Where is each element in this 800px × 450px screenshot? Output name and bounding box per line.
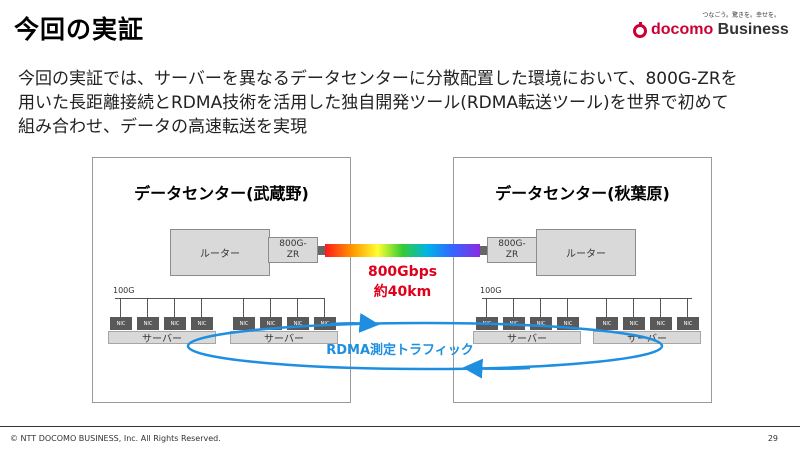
nic-card: NIC xyxy=(260,317,282,330)
bus-drop xyxy=(243,298,244,317)
nic-card: NIC xyxy=(287,317,309,330)
nic-label: NIC xyxy=(239,320,249,327)
router-left: ルーター xyxy=(170,229,270,276)
800g-zr-optical-link xyxy=(325,244,480,257)
nic-label: NIC xyxy=(629,320,639,327)
nic-card: NIC xyxy=(650,317,672,330)
nic-label: NIC xyxy=(116,320,126,327)
nic-label: NIC xyxy=(197,320,207,327)
zr-module-left-line2: ZR xyxy=(286,250,300,260)
router-right-label: ルーター xyxy=(566,249,606,260)
nic-label: NIC xyxy=(563,320,573,327)
nic-card: NIC xyxy=(476,317,498,330)
nic-card: NIC xyxy=(191,317,213,330)
bus-drop xyxy=(201,298,202,317)
datacenter-musashino-title: データセンター(武蔵野) xyxy=(134,184,309,203)
nic-label: NIC xyxy=(266,320,276,327)
nic-label: NIC xyxy=(482,320,492,327)
datacenter-akihabara-title: データセンター(秋葉原) xyxy=(495,184,670,203)
bus-drop xyxy=(324,298,325,317)
link-distance-label: 約40km xyxy=(373,284,432,300)
server-right-2: サーバー xyxy=(593,331,701,345)
nic-label: NIC xyxy=(536,320,546,327)
nic-card: NIC xyxy=(503,317,525,330)
nic-card: NIC xyxy=(137,317,159,330)
docomo-logo-icon xyxy=(633,22,647,38)
logo-business-text: Business xyxy=(713,21,789,38)
rdma-traffic-label: RDMA測定トラフィック xyxy=(326,343,474,358)
zr-module-left-line1: 800G- xyxy=(279,239,307,249)
server-left-1: サーバー xyxy=(108,331,216,345)
bus-drop xyxy=(606,298,607,317)
bus-drop xyxy=(270,298,271,317)
link-speed-label: 800Gbps xyxy=(367,264,438,280)
nic-label: NIC xyxy=(170,320,180,327)
bus-drop xyxy=(687,298,688,317)
server-label: サーバー xyxy=(142,334,182,345)
zr-module-right-line2: ZR xyxy=(505,250,519,260)
nic-card: NIC xyxy=(233,317,255,330)
datacenter-akihabara-box: データセンター(秋葉原) xyxy=(453,157,712,403)
slide-description: 今回の実証では、サーバーを異なるデータセンターに分散配置した環境において、800… xyxy=(18,67,788,139)
100g-bus-left xyxy=(115,298,325,299)
zr-module-right: 800G- ZR xyxy=(487,237,537,263)
bus-drop xyxy=(633,298,634,317)
bus-drop xyxy=(147,298,148,317)
bus-drop xyxy=(297,298,298,317)
bus-drop xyxy=(174,298,175,317)
optical-port-right xyxy=(480,246,487,255)
logo-wordmark: docomo Business xyxy=(651,21,789,39)
description-line-3: 組み合わせ、データの高速転送を実現 xyxy=(18,117,307,137)
server-label: サーバー xyxy=(507,334,547,345)
datacenter-musashino-box: データセンター(武蔵野) xyxy=(92,157,351,403)
nic-card: NIC xyxy=(314,317,336,330)
nic-label: NIC xyxy=(293,320,303,327)
nic-label: NIC xyxy=(656,320,666,327)
zr-module-right-line1: 800G- xyxy=(498,239,526,249)
footer-copyright: © NTT DOCOMO BUSINESS, Inc. All Rights R… xyxy=(10,434,221,443)
bus-drop xyxy=(567,298,568,317)
100g-bus-right xyxy=(482,298,692,299)
nic-label: NIC xyxy=(602,320,612,327)
zr-module-left: 800G- ZR xyxy=(268,237,318,263)
nic-card: NIC xyxy=(677,317,699,330)
description-line-1: 今回の実証では、サーバーを異なるデータセンターに分散配置した環境において、800… xyxy=(18,69,738,89)
bus-drop xyxy=(540,298,541,317)
bus-drop xyxy=(660,298,661,317)
100g-label-right: 100G xyxy=(480,286,502,295)
page-number: 29 xyxy=(767,434,778,443)
bus-drop xyxy=(120,298,121,317)
nic-card: NIC xyxy=(530,317,552,330)
nic-label: NIC xyxy=(509,320,519,327)
server-label: サーバー xyxy=(627,334,667,345)
router-right: ルーター xyxy=(536,229,636,276)
footer-divider xyxy=(0,426,800,427)
docomo-business-logo: つなごう。驚きを。幸せを。 docomo Business xyxy=(611,10,789,50)
page-title: 今回の実証 xyxy=(14,15,145,44)
nic-card: NIC xyxy=(164,317,186,330)
100g-label-left: 100G xyxy=(113,286,135,295)
nic-card: NIC xyxy=(623,317,645,330)
nic-card: NIC xyxy=(596,317,618,330)
bus-drop xyxy=(486,298,487,317)
logo-docomo-text: docomo xyxy=(651,21,714,38)
optical-port-left xyxy=(318,246,325,255)
nic-card: NIC xyxy=(557,317,579,330)
logo-tagline: つなごう。驚きを。幸せを。 xyxy=(702,12,780,19)
description-line-2: 用いた長距離接続とRDMA技術を活用した独自開発ツール(RDMA転送ツール)を世… xyxy=(18,93,729,113)
server-label: サーバー xyxy=(264,334,304,345)
router-left-label: ルーター xyxy=(200,249,240,260)
nic-card: NIC xyxy=(110,317,132,330)
bus-drop xyxy=(513,298,514,317)
nic-label: NIC xyxy=(143,320,153,327)
nic-label: NIC xyxy=(320,320,330,327)
nic-label: NIC xyxy=(683,320,693,327)
